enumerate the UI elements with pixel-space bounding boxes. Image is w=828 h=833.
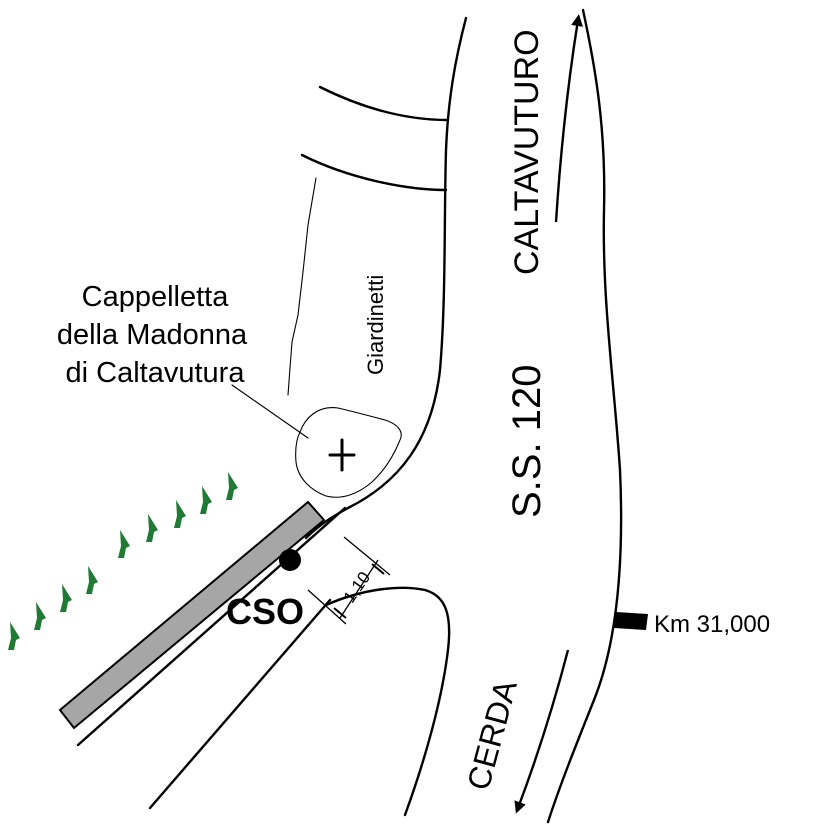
label-cso: CSO — [226, 591, 304, 632]
ss120-east-edge — [546, 8, 623, 824]
side-road-south-edge — [300, 153, 448, 192]
chapel-label-line1: Cappelletta — [82, 281, 230, 313]
label-km-marker: Km 31,000 — [654, 611, 770, 638]
wall-bar — [58, 500, 326, 730]
chapel-label-line3: di Caltavutura — [66, 357, 246, 389]
distance-dimension — [307, 536, 391, 625]
arrow-icon-south — [514, 649, 570, 814]
chapel-outline — [295, 407, 402, 498]
chapel-label-line2: della Madonna — [57, 319, 248, 351]
milestone-block-icon — [614, 612, 648, 630]
label-cerda: CERDA — [460, 676, 524, 794]
access-road-upper-edge — [76, 506, 347, 747]
label-giardinetti: Giardinetti — [363, 275, 388, 375]
giardinetti-boundary — [287, 177, 317, 396]
label-road-name: S.S. 120 — [505, 365, 549, 518]
ss120-west-edge-lower — [324, 586, 451, 817]
cross-icon — [328, 438, 356, 472]
arrow-icon-north — [554, 14, 583, 223]
access-road-lower-edge — [148, 598, 332, 810]
filled-circle-icon — [279, 549, 301, 571]
ss120-west-edge-upper — [304, 16, 468, 540]
label-caltavuturo: CALTAVUTURO — [508, 29, 546, 275]
tree-symbol-icon — [8, 472, 238, 650]
chapel-leader-line — [231, 384, 309, 439]
side-road-north-edge — [318, 85, 450, 122]
